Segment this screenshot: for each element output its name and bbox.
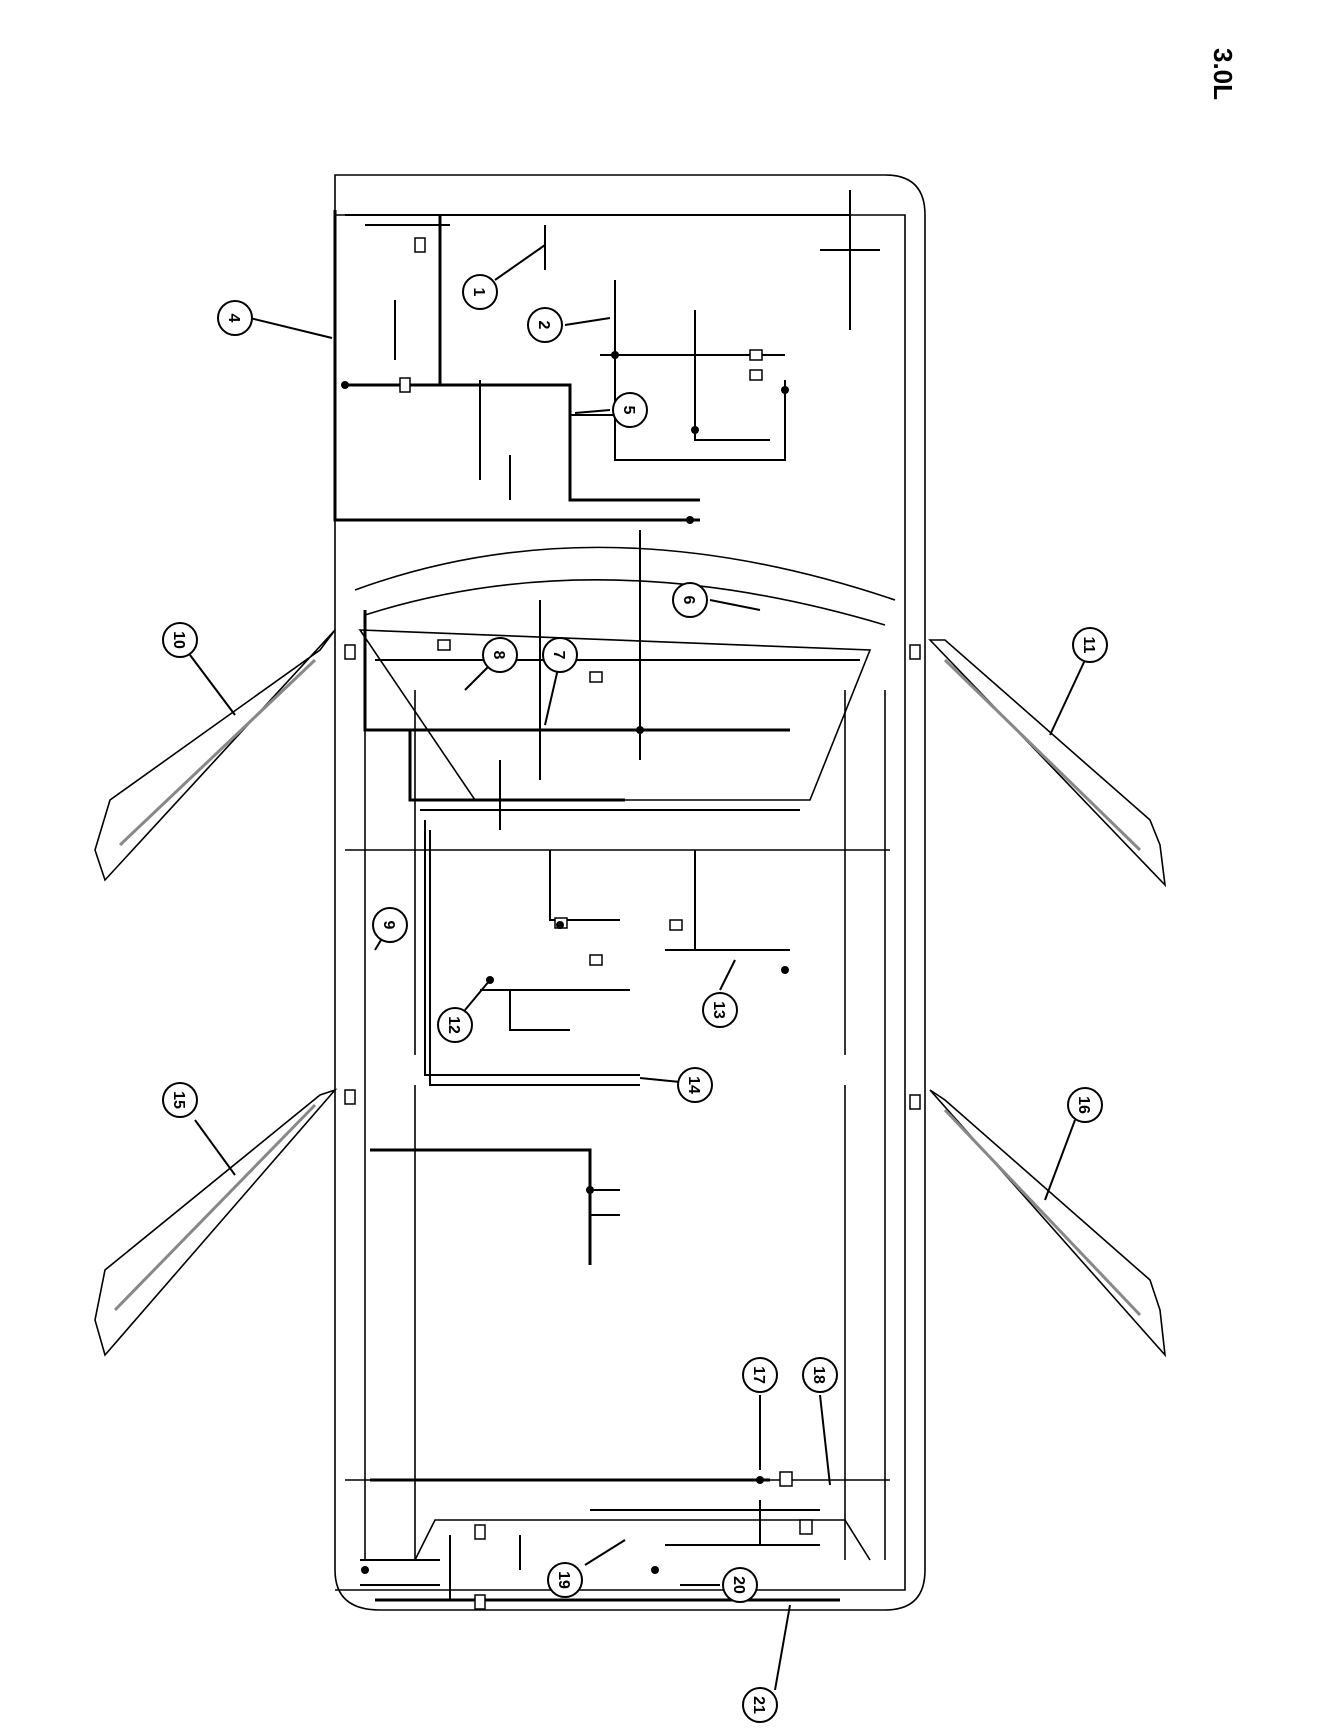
- svg-text:19: 19: [555, 1571, 572, 1589]
- svg-text:7: 7: [550, 651, 567, 660]
- body-harness: [360, 1148, 840, 1610]
- left-front-door: [94, 629, 336, 882]
- callout-8: 8: [482, 637, 518, 673]
- instrument-panel-harness: [363, 530, 860, 1086]
- right-front-door: [928, 639, 1167, 888]
- svg-text:15: 15: [170, 1091, 187, 1109]
- callout-15: 15: [162, 1082, 198, 1118]
- engine-harness: [333, 190, 880, 524]
- vehicle-body-outline: [334, 174, 926, 1611]
- callout-1: 1: [462, 274, 498, 310]
- svg-text:21: 21: [750, 1696, 767, 1714]
- svg-text:8: 8: [490, 651, 507, 660]
- svg-text:4: 4: [225, 314, 242, 323]
- leader-lines: [189, 244, 1086, 1691]
- svg-text:9: 9: [380, 921, 397, 930]
- svg-text:10: 10: [170, 631, 187, 649]
- right-rear-door: [929, 1089, 1167, 1358]
- svg-text:2: 2: [535, 321, 552, 330]
- svg-text:18: 18: [810, 1366, 827, 1384]
- callout-21: 21: [742, 1687, 778, 1723]
- svg-text:13: 13: [710, 1001, 727, 1019]
- callout-10: 10: [162, 622, 198, 658]
- callout-9: 9: [372, 907, 408, 943]
- svg-text:16: 16: [1075, 1096, 1092, 1114]
- callout-11: 11: [1072, 627, 1108, 663]
- svg-text:1: 1: [470, 288, 487, 297]
- callout-17: 17: [742, 1357, 778, 1393]
- callout-16: 16: [1067, 1087, 1103, 1123]
- callout-4: 4: [217, 300, 253, 336]
- svg-text:11: 11: [1080, 637, 1097, 654]
- svg-text:17: 17: [750, 1366, 767, 1384]
- callout-12: 12: [437, 1007, 473, 1043]
- svg-text:20: 20: [730, 1576, 747, 1594]
- svg-text:5: 5: [620, 406, 637, 415]
- door-connectors: [344, 644, 921, 1110]
- svg-text:14: 14: [685, 1076, 702, 1094]
- callout-20: 20: [722, 1567, 758, 1603]
- callout-5: 5: [612, 392, 648, 428]
- callout-7: 7: [542, 637, 578, 673]
- callout-6: 6: [672, 582, 708, 618]
- callout-2: 2: [527, 307, 563, 343]
- callout-18: 18: [802, 1357, 838, 1393]
- callout-19: 19: [547, 1562, 583, 1598]
- callout-13: 13: [702, 992, 738, 1028]
- left-rear-door: [94, 1088, 338, 1357]
- svg-text:12: 12: [445, 1016, 462, 1034]
- svg-text:6: 6: [680, 596, 697, 605]
- callout-14: 14: [677, 1067, 713, 1103]
